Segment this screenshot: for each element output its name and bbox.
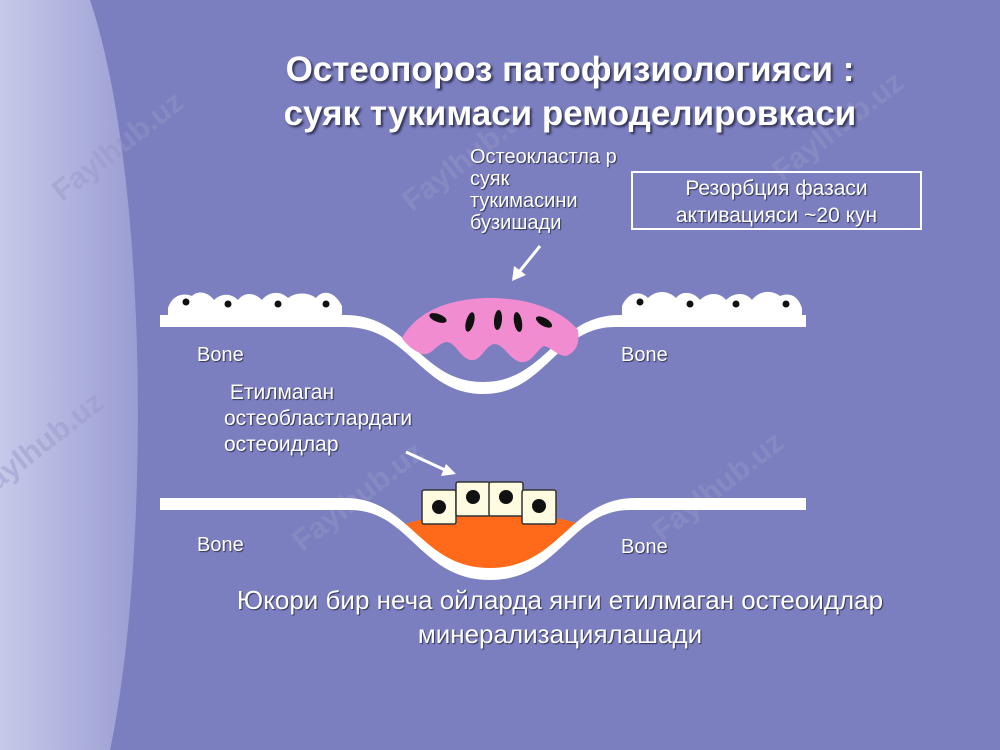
- title-line-1: Остеопороз патофизиологияси :: [285, 50, 855, 89]
- bone-label-top-left: Bone: [197, 344, 244, 366]
- left-curve-panel: [0, 0, 138, 750]
- bottom-caption: Юкори бир неча ойларда янги етилмаган ос…: [150, 583, 970, 651]
- bottom-caption-line-2: минерализациялашади: [417, 619, 703, 649]
- osteoclast-cell: [402, 298, 579, 363]
- bone-label-bottom-left: Bone: [197, 534, 244, 556]
- osteoclast-arrow: [517, 245, 542, 273]
- osteoclast-caption: Остеокластла р суяк тукимасини бузишади: [470, 146, 617, 234]
- resorption-phase-box: Резорбция фазаси активацияси ~20 кун: [631, 171, 922, 230]
- osteoclast-nuclei: [429, 310, 553, 332]
- osteoclast-arrowhead: [512, 266, 526, 281]
- lining-cells-left: [168, 292, 342, 316]
- formation-site-bone-surface: [160, 498, 806, 580]
- title-line-2: суяк тукимаси ремоделировкаси: [283, 94, 857, 133]
- resorption-box-line-2: активацияси ~20 кун: [675, 204, 878, 227]
- osteoblast-arrowhead: [441, 464, 456, 476]
- resorption-pit-bone-surface: [160, 315, 806, 394]
- osteoblast-arrow: [405, 450, 446, 472]
- bone-label-top-right: Bone: [621, 344, 668, 366]
- bone-label-bottom-right: Bone: [621, 536, 668, 558]
- resorption-box-line-1: Резорбция фазаси: [685, 177, 868, 200]
- osteoid-caption: Етилмаган остеобластлардаги остеоидлар: [224, 381, 418, 456]
- slide-title: Остеопороз патофизиологияси : суяк туким…: [200, 48, 940, 136]
- bottom-caption-line-1: Юкори бир неча ойларда янги етилмаган ос…: [236, 585, 884, 615]
- lining-cells-right: [622, 291, 802, 316]
